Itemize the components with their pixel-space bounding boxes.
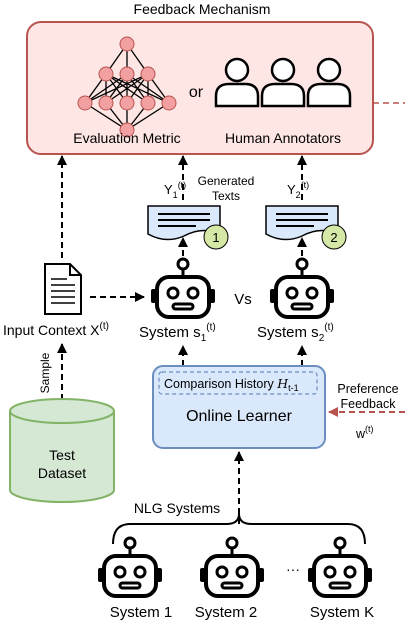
human-annotators-label: Human Annotators — [225, 130, 341, 146]
nlg-systems-label: NLG Systems — [134, 500, 220, 516]
vs-label: Vs — [234, 291, 252, 308]
system-s1-robot-icon — [149, 257, 217, 319]
generated-texts-label-2: Texts — [212, 189, 240, 203]
system-2-label: System 2 — [195, 604, 258, 621]
system-k-label: System K — [310, 604, 374, 621]
system-1-robot-icon — [96, 536, 164, 598]
evaluation-metric-label: Evaluation Metric — [73, 130, 180, 146]
badge-1 — [203, 224, 229, 250]
badge-2-label: 2 — [330, 230, 337, 245]
system-s2-label: System s2(t) — [257, 322, 334, 344]
nlg-brace — [112, 513, 366, 545]
or-label: or — [189, 84, 204, 101]
system-2-robot-icon — [198, 536, 266, 598]
y1-label: Y1(t) — [164, 180, 186, 200]
preference-label-2: Feedback — [341, 397, 397, 411]
generated-text-1-icon — [147, 205, 221, 241]
badge-2 — [321, 224, 347, 250]
online-learner-box — [152, 365, 326, 449]
generated-texts-label-1: Generated — [198, 174, 255, 188]
preference-label-1: Preference — [337, 382, 398, 396]
dataset-label-1: Test — [49, 447, 75, 463]
input-context-document-icon — [44, 263, 82, 315]
system-1-label: System 1 — [110, 604, 173, 621]
generated-text-2-icon — [265, 205, 339, 241]
badge-1-label: 1 — [212, 230, 219, 245]
neural-network-icon — [77, 36, 177, 138]
comparison-history-box — [158, 371, 318, 395]
system-s2-robot-icon — [268, 257, 336, 319]
test-dataset-cylinder — [9, 398, 115, 503]
sample-label: Sample — [38, 352, 52, 393]
feedback-title: Feedback Mechanism — [134, 1, 271, 17]
nlg-ellipsis: ··· — [286, 561, 300, 577]
online-learner-label: Online Learner — [186, 408, 293, 425]
dataset-label-2: Dataset — [38, 465, 86, 481]
input-context-label: Input Context X(t) — [3, 321, 109, 338]
w-label: w(t) — [355, 424, 374, 441]
y2-label: Y2(t) — [287, 180, 309, 200]
system-s1-label: System s1(t) — [139, 322, 216, 344]
comparison-history-label: Comparison History Ht-1 — [164, 376, 299, 393]
system-k-robot-icon — [306, 536, 374, 598]
